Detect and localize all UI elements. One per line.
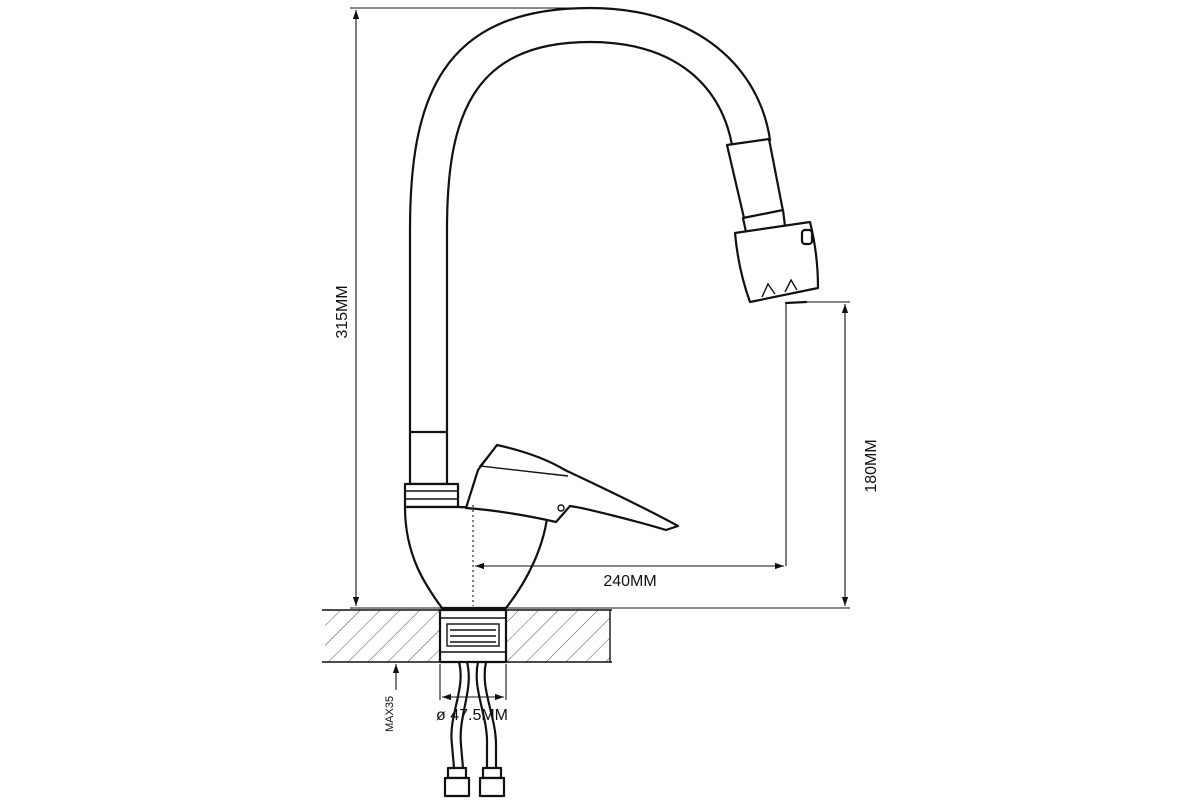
flexible-hoses: [443, 660, 506, 798]
spray-head: [725, 137, 820, 305]
extension-lines: [350, 7, 850, 700]
dimension-spout-reach: 240MM: [475, 304, 787, 590]
dimension-base-diameter: ø 47.5MM: [436, 693, 508, 724]
spout: [408, 6, 772, 434]
dimension-label-max-thickness: MAX35: [384, 696, 396, 732]
lever-handle: [464, 443, 680, 532]
dimension-total-height: 315MM: [334, 10, 360, 606]
countertop-section: [322, 609, 612, 663]
dimension-label-base-diameter: ø 47.5MM: [436, 707, 508, 724]
dimension-label-total-height: 315MM: [334, 285, 351, 338]
mounting-shank: [438, 608, 508, 664]
dimension-spout-height: 180MM: [841, 304, 880, 606]
dimension-label-spout-reach: 240MM: [603, 573, 656, 590]
faucet-body: [403, 430, 550, 610]
dimension-max-thickness: MAX35: [384, 664, 400, 732]
dimension-label-spout-height: 180MM: [863, 439, 880, 492]
